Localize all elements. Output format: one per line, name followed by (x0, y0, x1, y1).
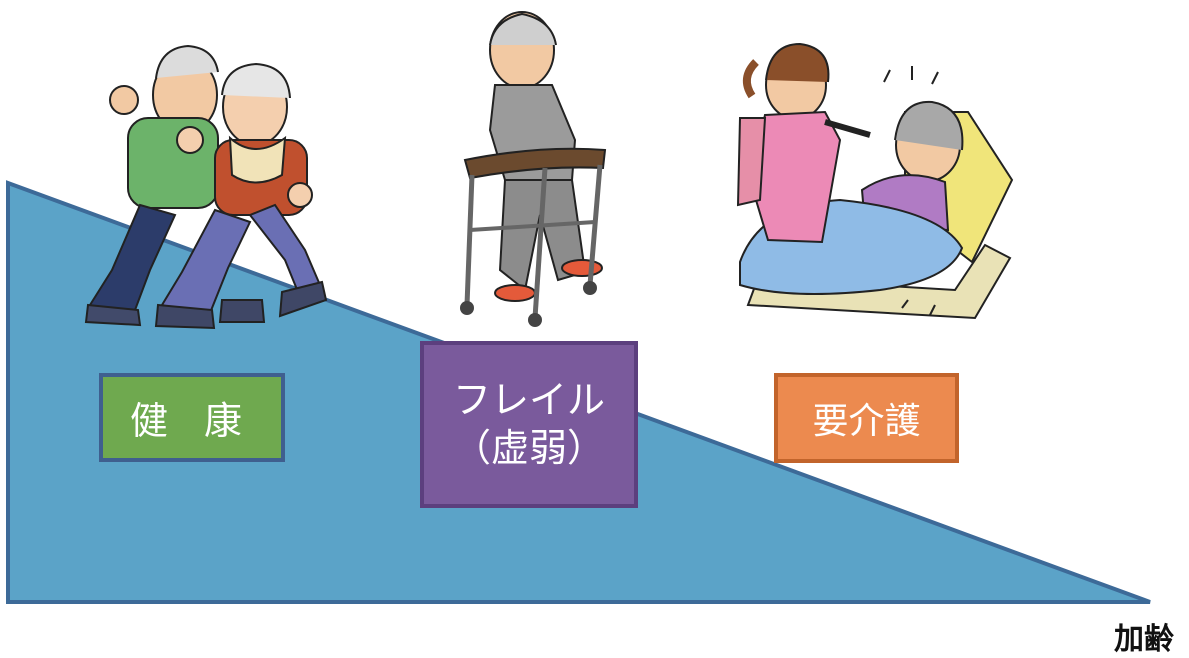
aging-axis-label: 加齢 (1114, 622, 1174, 657)
walking-elderly-couple-icon (84, 44, 328, 330)
stage-care-label: 要介護 (812, 401, 921, 442)
stage-health: 健 康 (99, 373, 285, 462)
stage-health-label: 健 康 (129, 399, 255, 443)
stage-frailty-sublabel: （虚弱） (452, 425, 605, 470)
elderly-man-walker-icon (460, 11, 607, 327)
stage-care: 要介護 (774, 373, 959, 463)
stage-frailty: フレイル （虚弱） (420, 341, 638, 508)
caregiver-bedridden-woman-icon (736, 42, 1014, 320)
stage-frailty-label: フレイル (452, 378, 605, 422)
